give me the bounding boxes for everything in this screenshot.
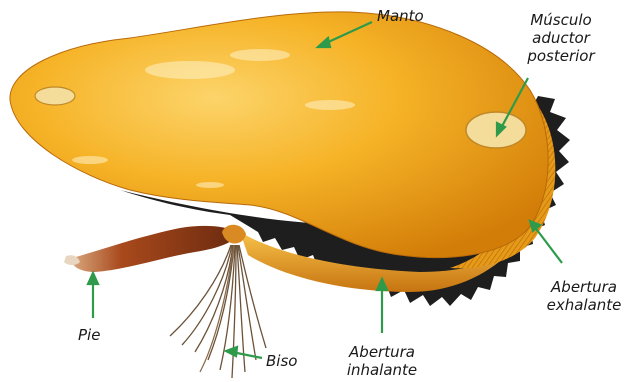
label-pie: Pie <box>78 326 100 344</box>
label-abertura-exhalante: Abertura exhalante <box>543 278 625 314</box>
label-musculo-line3: posterior <box>520 47 602 65</box>
foot <box>64 226 238 272</box>
label-inhalante-line1: Abertura <box>340 343 424 361</box>
label-manto: Manto <box>377 7 424 25</box>
label-exhalante-line1: Abertura <box>543 278 625 296</box>
label-abertura-inhalante: Abertura inhalante <box>340 343 424 379</box>
label-biso: Biso <box>266 352 297 370</box>
label-musculo-aductor-posterior: Músculo aductor posterior <box>520 11 602 65</box>
arrow-exhalante <box>530 221 562 263</box>
arrow-pie <box>88 273 98 318</box>
label-inhalante-line2: inhalante <box>340 361 424 379</box>
label-musculo-line1: Músculo <box>520 11 602 29</box>
label-musculo-line2: aductor <box>520 29 602 47</box>
label-exhalante-line2: exhalante <box>543 296 625 314</box>
arrow-inhalante <box>377 279 387 333</box>
anterior-adductor <box>35 87 75 105</box>
byssus-threads <box>170 245 266 378</box>
